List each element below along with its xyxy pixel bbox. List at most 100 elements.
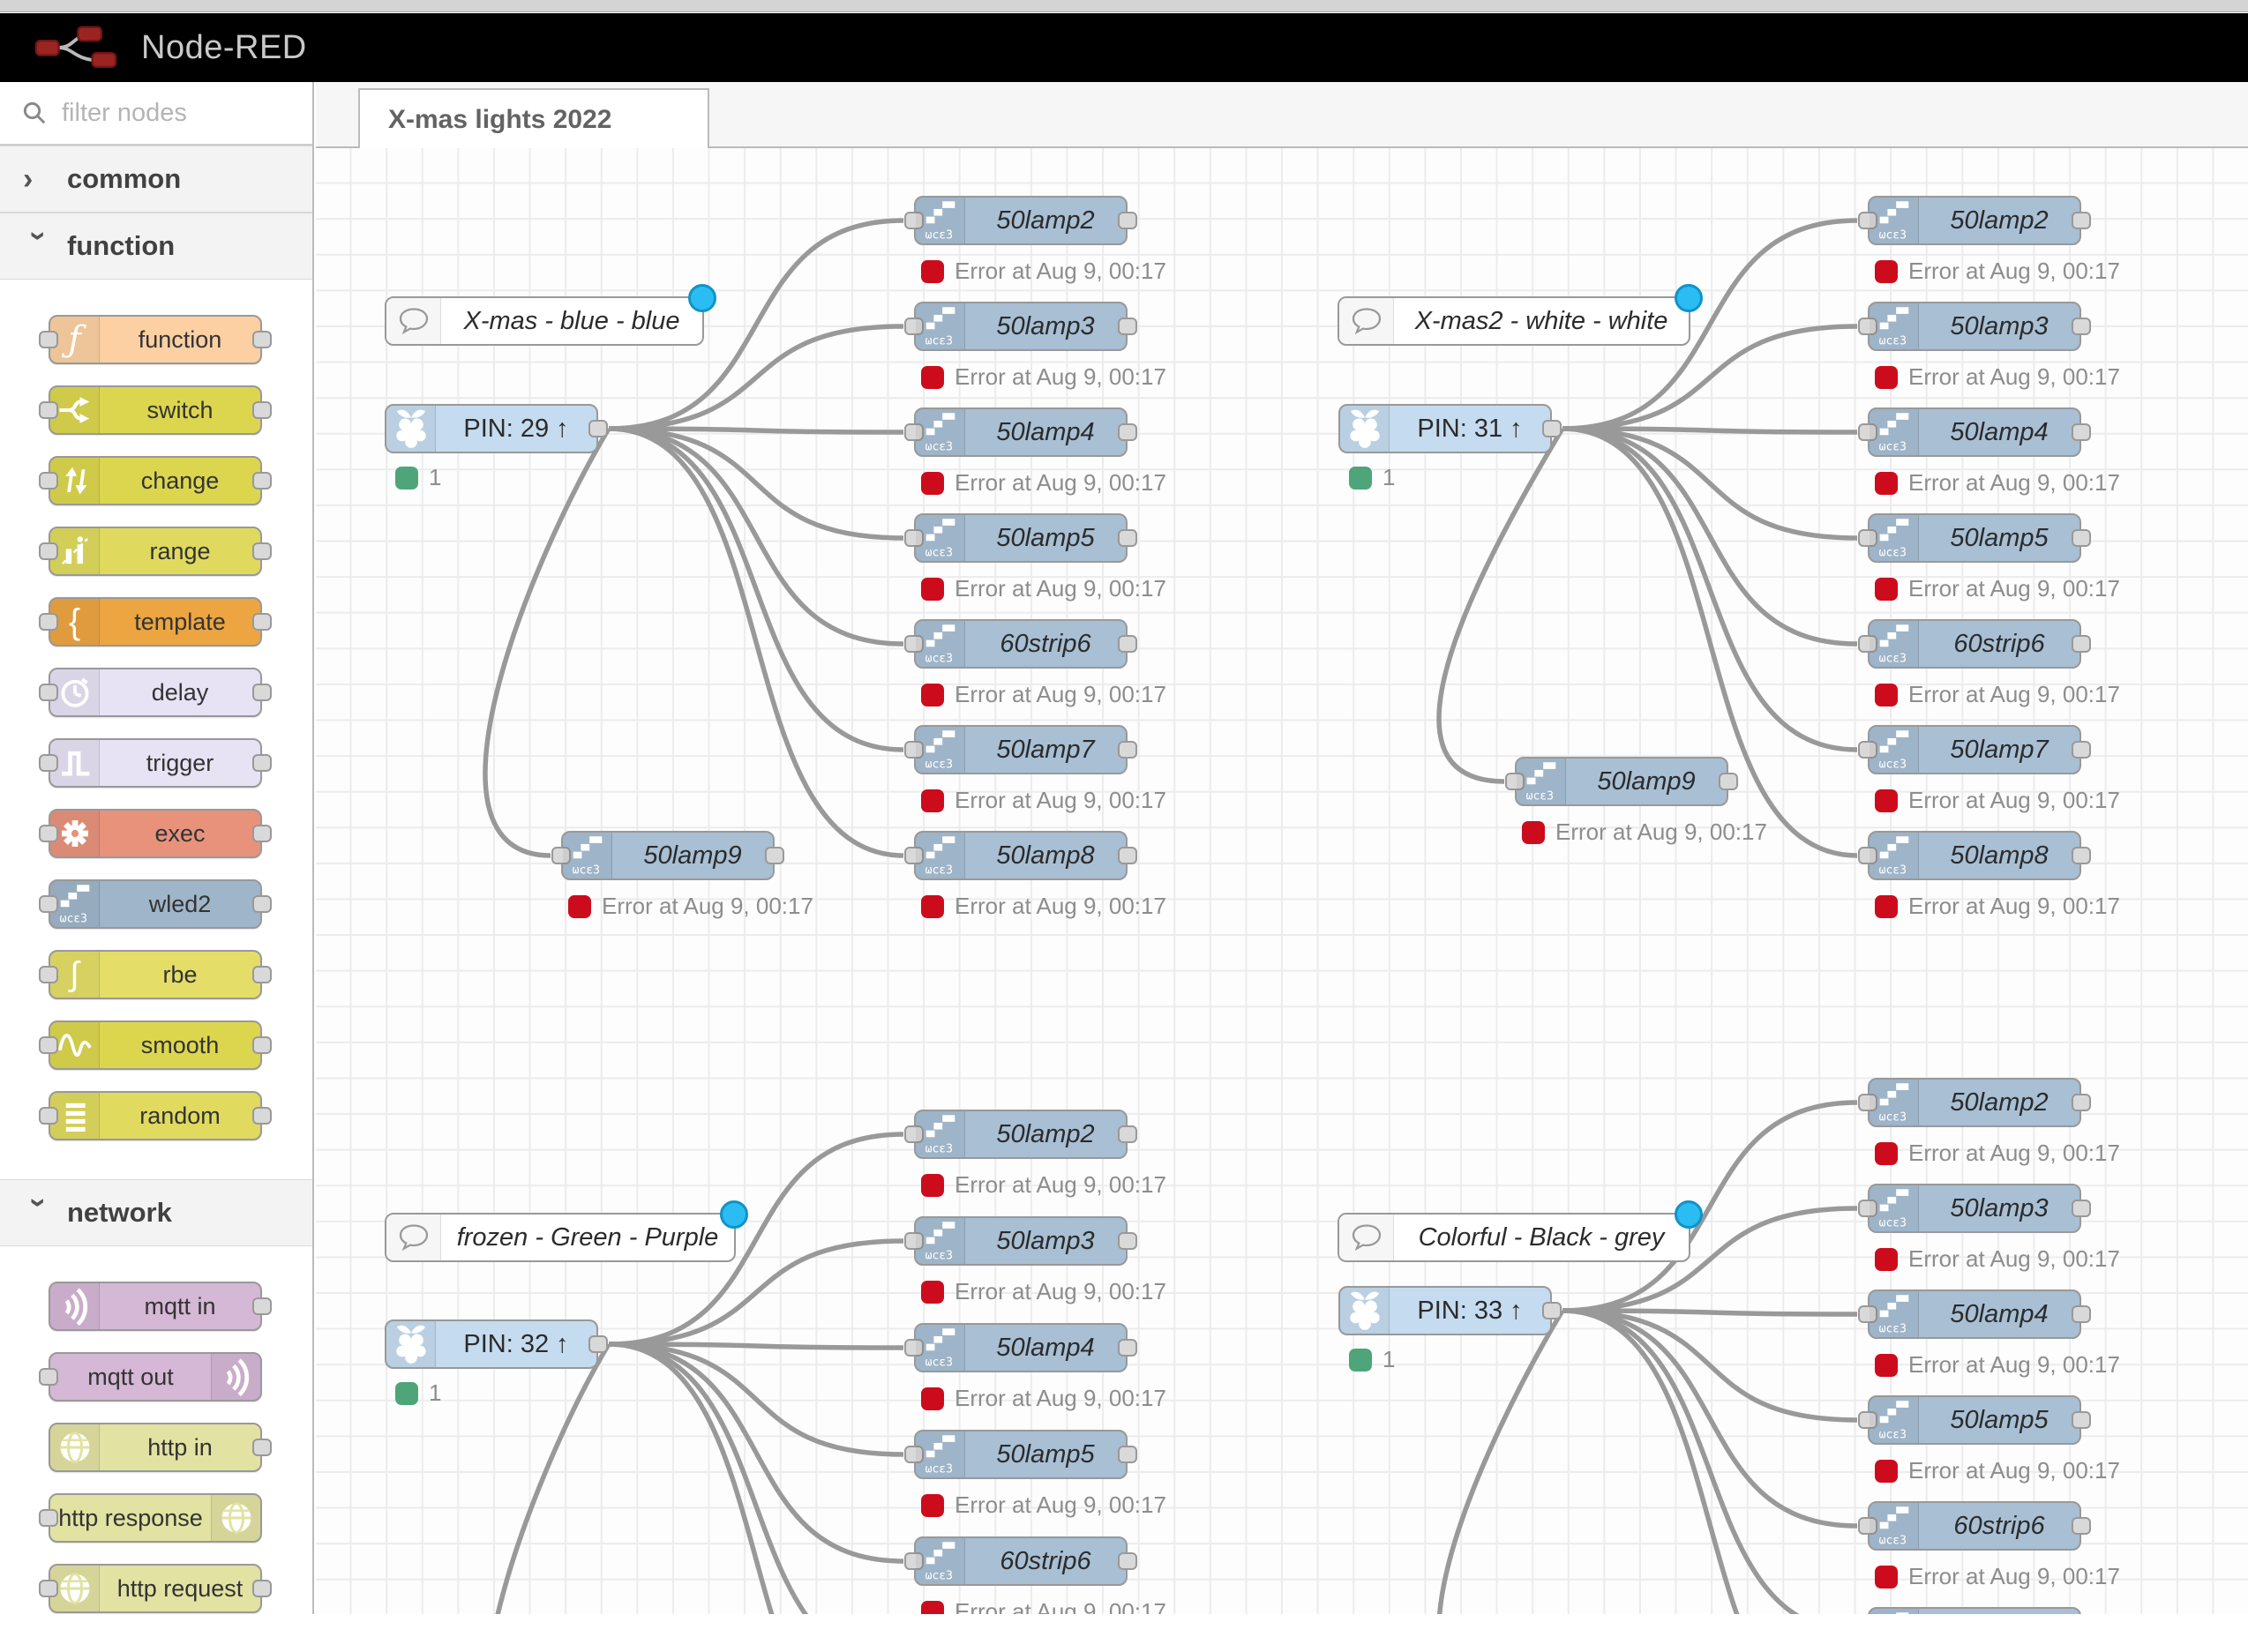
wire[interactable] — [608, 1342, 904, 1350]
flow-node-60strip6[interactable]: ωcε3 60strip6 — [904, 619, 1137, 669]
input-port[interactable] — [551, 847, 571, 864]
flow-node-50lamp5[interactable]: ωcε3 50lamp5 — [904, 1430, 1137, 1479]
flow-node-50lamp2[interactable]: ωcε3 50lamp2 — [1858, 1078, 2091, 1127]
input-port[interactable] — [39, 825, 58, 842]
output-port[interactable] — [1118, 1232, 1137, 1250]
wire[interactable] — [1562, 426, 1858, 752]
wire[interactable] — [1562, 1308, 1857, 1614]
flow-node-50lamp7[interactable]: ωcε3 50lamp7 — [1858, 725, 2091, 774]
flow-node-50lamp8[interactable]: ωcε3 50lamp8 — [904, 831, 1137, 880]
flow-node-50lamp8[interactable]: ωcε3 50lamp8 — [1858, 831, 2091, 880]
palette-section-function[interactable]: ›function — [0, 213, 312, 280]
input-port[interactable] — [39, 684, 58, 701]
wire[interactable] — [608, 1342, 904, 1564]
flow-node-50lamp3[interactable]: ωcε3 50lamp3 — [904, 1216, 1137, 1266]
output-port[interactable] — [252, 825, 272, 842]
output-port[interactable] — [588, 1335, 608, 1353]
flow-node-partial[interactable]: ωcε3 — [1868, 1607, 2081, 1614]
flow-node-comment[interactable]: frozen - Green - Purple — [385, 1200, 748, 1262]
input-port[interactable] — [1858, 635, 1877, 653]
input-port[interactable] — [39, 1107, 58, 1125]
wire[interactable] — [1562, 1308, 1858, 1317]
wire[interactable] — [1562, 324, 1858, 431]
palette-search-input[interactable] — [62, 98, 300, 128]
output-port[interactable] — [1118, 1552, 1137, 1570]
input-port[interactable] — [1858, 1200, 1877, 1217]
output-port[interactable] — [1118, 423, 1137, 441]
input-port[interactable] — [904, 1125, 924, 1143]
output-port[interactable] — [2072, 423, 2091, 441]
palette-node-rbe[interactable]: ∫rbe — [39, 950, 272, 999]
flow-node-60strip6[interactable]: ωcε3 60strip6 — [1858, 619, 2091, 669]
input-port[interactable] — [39, 1580, 58, 1597]
input-port[interactable] — [39, 613, 58, 631]
output-port[interactable] — [2072, 212, 2091, 229]
output-port[interactable] — [252, 1297, 272, 1315]
input-port[interactable] — [39, 542, 58, 560]
palette-node-exec[interactable]: exec — [39, 809, 272, 858]
output-port[interactable] — [2072, 1200, 2091, 1217]
palette-node-template[interactable]: {template — [39, 597, 272, 647]
flow-node-50lamp7[interactable]: ωcε3 50lamp7 — [904, 725, 1137, 774]
output-port[interactable] — [588, 420, 608, 437]
output-port[interactable] — [1118, 847, 1137, 864]
output-port[interactable] — [2072, 1411, 2091, 1429]
output-port[interactable] — [252, 966, 272, 983]
palette-node-mqtt-in[interactable]: mqtt in — [49, 1282, 272, 1331]
output-port[interactable] — [1118, 741, 1137, 759]
wire[interactable] — [608, 1342, 903, 1614]
flow-node-50lamp5[interactable]: ωcε3 50lamp5 — [1858, 1395, 2091, 1445]
output-port[interactable] — [2072, 1094, 2091, 1111]
input-port[interactable] — [904, 1232, 924, 1250]
input-port[interactable] — [1858, 212, 1877, 229]
palette-section-network[interactable]: ›network — [0, 1179, 312, 1246]
palette-section-common[interactable]: ›common — [0, 146, 312, 213]
output-port[interactable] — [252, 613, 272, 631]
palette-node-http-in[interactable]: http in — [49, 1423, 272, 1472]
wire[interactable] — [485, 1342, 611, 1614]
input-port[interactable] — [904, 212, 924, 229]
input-port[interactable] — [39, 472, 58, 490]
input-port[interactable] — [39, 895, 58, 913]
flow-node-rpi-gpio[interactable]: PIN: 32 ↑ — [385, 1319, 608, 1369]
flow-node-rpi-gpio[interactable]: PIN: 29 ↑ — [385, 404, 608, 453]
palette-node-trigger[interactable]: trigger — [39, 738, 272, 788]
output-port[interactable] — [765, 847, 784, 864]
output-port[interactable] — [252, 1036, 272, 1054]
input-port[interactable] — [1858, 847, 1877, 864]
input-port[interactable] — [39, 331, 58, 348]
flow-node-50lamp5[interactable]: ωcε3 50lamp5 — [1858, 513, 2091, 563]
wire[interactable] — [608, 426, 904, 858]
flow-node-50lamp9[interactable]: ωcε3 50lamp9 — [1505, 757, 1738, 806]
flow-node-50lamp4[interactable]: ωcε3 50lamp4 — [904, 407, 1137, 457]
input-port[interactable] — [1505, 773, 1525, 790]
input-port[interactable] — [1858, 423, 1877, 441]
output-port[interactable] — [252, 331, 272, 348]
output-port[interactable] — [252, 1580, 272, 1597]
flow-node-50lamp3[interactable]: ωcε3 50lamp3 — [904, 302, 1137, 351]
output-port[interactable] — [1542, 420, 1562, 437]
output-port[interactable] — [1118, 635, 1137, 653]
flow-node-50lamp4[interactable]: ωcε3 50lamp4 — [1858, 407, 2091, 457]
output-port[interactable] — [2072, 529, 2091, 547]
wire[interactable] — [608, 1342, 904, 1457]
flow-node-50lamp3[interactable]: ωcε3 50lamp3 — [1858, 302, 2091, 351]
output-port[interactable] — [2072, 741, 2091, 759]
output-port[interactable] — [252, 401, 272, 419]
wire[interactable] — [608, 426, 904, 647]
output-port[interactable] — [2072, 1305, 2091, 1323]
palette-node-http-request[interactable]: http request — [39, 1564, 272, 1613]
input-port[interactable] — [39, 1368, 58, 1386]
input-port[interactable] — [39, 1036, 58, 1054]
output-port[interactable] — [252, 895, 272, 913]
flow-node-rpi-gpio[interactable]: PIN: 33 ↑ — [1338, 1286, 1562, 1335]
input-port[interactable] — [39, 401, 58, 419]
output-port[interactable] — [1118, 1339, 1137, 1357]
flow-node-comment[interactable]: X-mas2 - white - white — [1338, 284, 1703, 346]
input-port[interactable] — [904, 529, 924, 547]
input-port[interactable] — [904, 423, 924, 441]
output-port[interactable] — [1719, 773, 1738, 790]
output-port[interactable] — [2072, 847, 2091, 864]
input-port[interactable] — [904, 318, 924, 335]
